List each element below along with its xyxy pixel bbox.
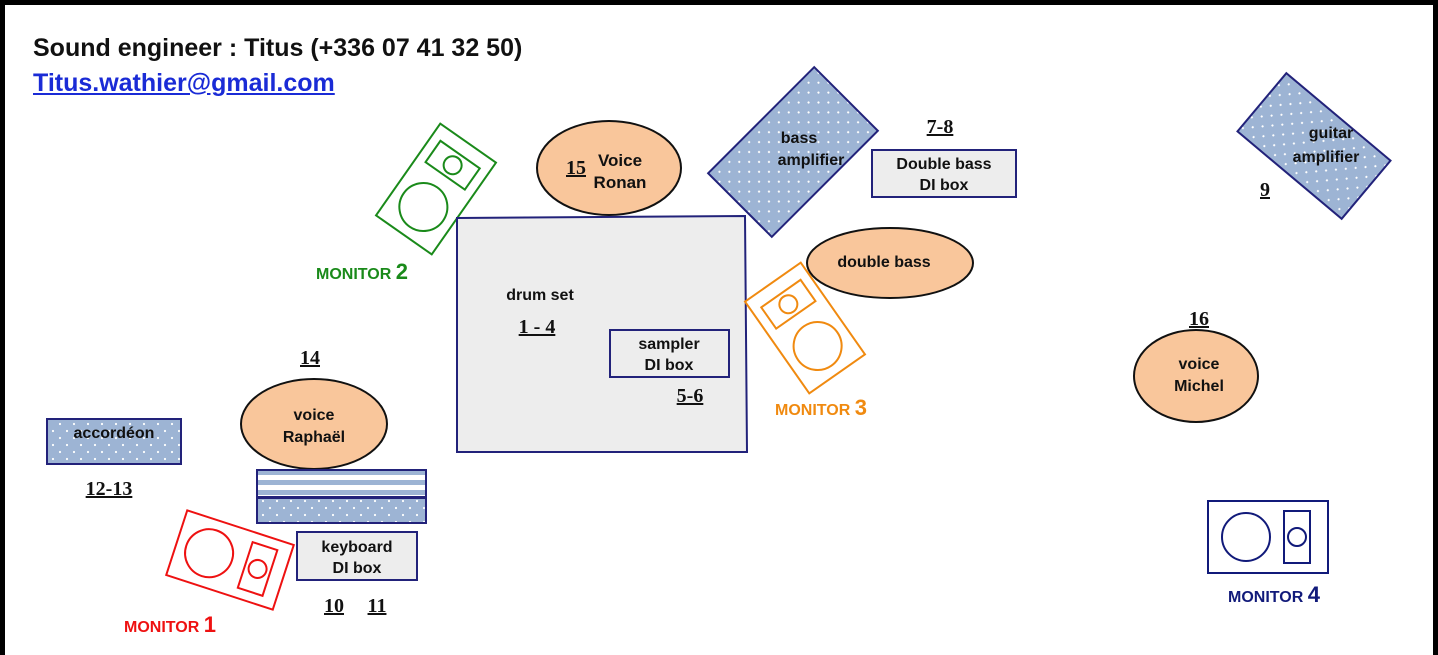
sound-engineer-title: Sound engineer : Titus (+336 07 41 32 50… (33, 34, 523, 62)
keyboard-upper (256, 469, 427, 498)
monitor-3-label: MONITOR 3 (775, 395, 867, 420)
double-bass-di-label-2: DI box (920, 177, 969, 194)
guitar-amplifier-label-2: amplifier (1293, 149, 1360, 166)
sampler-di-label-1: sampler (638, 336, 699, 353)
monitor-1-label: MONITOR 1 (124, 612, 216, 637)
bass-amplifier-label-2: amplifier (778, 152, 845, 169)
voice-raphael-channel: 14 (300, 347, 320, 369)
keyboard-di-box (296, 531, 418, 581)
voice-michel-position (1133, 329, 1259, 423)
voice-raphael-position (240, 378, 388, 470)
drum-set-area (456, 214, 749, 453)
voice-raphael-label-1: voice (294, 407, 335, 424)
keyboard-di-channel-b: 11 (368, 595, 387, 617)
monitor-4-label: MONITOR 4 (1228, 582, 1321, 607)
accordeon-label: accordéon (74, 425, 155, 442)
sampler-di-channels: 5-6 (677, 385, 704, 407)
accordeon-position (46, 418, 182, 465)
accordeon-channels: 12-13 (86, 478, 133, 500)
sound-engineer-email-link[interactable]: Titus.wathier@gmail.com (33, 69, 335, 97)
bass-amplifier (706, 65, 880, 239)
voice-michel-channel: 16 (1189, 308, 1209, 330)
double-bass-di-channels: 7-8 (927, 116, 954, 138)
keyboard-di-label-2: DI box (333, 560, 382, 577)
voice-ronan-label-1: Voice (598, 151, 642, 170)
monitor-3-wedge (743, 261, 867, 395)
voice-ronan-channel: 15 (566, 157, 586, 179)
voice-michel-label-2: Michel (1174, 378, 1224, 395)
drum-set-label: drum set (506, 287, 574, 304)
double-bass-position (806, 227, 974, 299)
keyboard-lower (256, 497, 427, 524)
double-bass-di-label-1: Double bass (896, 156, 991, 173)
monitor-2-wedge (374, 122, 498, 256)
guitar-amplifier-label-1: guitar (1309, 125, 1353, 142)
monitor-2-label: MONITOR 2 (316, 259, 408, 284)
double-bass-di-box (871, 149, 1017, 198)
guitar-amplifier (1236, 71, 1392, 221)
guitar-amplifier-channel: 9 (1260, 179, 1270, 201)
keyboard-di-channel-a: 10 (324, 595, 344, 617)
voice-ronan-position (536, 120, 682, 216)
voice-michel-label-1: voice (1179, 356, 1220, 373)
monitor-1-wedge (164, 509, 296, 611)
bass-amplifier-label-1: bass (781, 130, 818, 147)
double-bass-label: double bass (837, 254, 930, 271)
keyboard-di-label-1: keyboard (321, 539, 392, 556)
monitor-4-wedge (1207, 500, 1329, 574)
sampler-di-box (609, 329, 730, 378)
drum-set-channels: 1 - 4 (519, 316, 556, 338)
sampler-di-label-2: DI box (645, 357, 694, 374)
voice-raphael-label-2: Raphaël (283, 429, 345, 446)
voice-ronan-label-2: Ronan (594, 173, 647, 192)
